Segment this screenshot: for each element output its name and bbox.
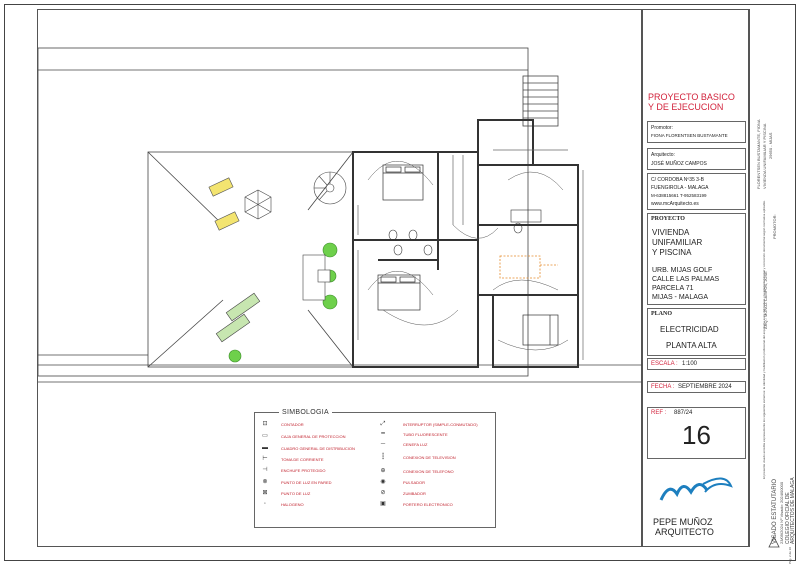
phone-connection-icon: ⊕ [380, 468, 386, 474]
plan-line1: ELECTRICIDAD [660, 325, 719, 334]
legend-box: SIMBOLOGIA ⊡ CONTADOR ▭ CAJA GENERAL DE … [254, 408, 496, 528]
ref-label: REF : [651, 410, 667, 416]
legend-item: TUBO FLUORESCENTE [403, 432, 448, 437]
outlet-icon: ⊢ [262, 456, 268, 462]
side-visado-title: VISADO ESTATUTARIO [772, 478, 778, 544]
promotor-name: FIONA FLORENTSEN BUSTAMANTE [651, 133, 728, 138]
promotor-box: Promotor: FIONA FLORENTSEN BUSTAMANTE [647, 121, 746, 143]
project-box: PROYECTO VIVIENDA UNIFAMILIAR Y PISCINA … [647, 213, 746, 305]
legend-item: CENEFA LUZ [403, 442, 428, 447]
location-line4: MIJAS - MALAGA [652, 294, 709, 301]
light-point-icon: ⊠ [262, 490, 268, 496]
legend-item: PULSADOR [403, 480, 426, 485]
architect-logo [659, 477, 733, 501]
switch-icon: ⤢ [380, 421, 386, 427]
side-promotor-label: PROMOTOR: [772, 214, 777, 239]
project-line1: VIVIENDA [652, 228, 690, 237]
buzzer-icon: ⊘ [380, 490, 386, 496]
protection-box-icon: ▭ [262, 433, 268, 439]
plan-box: PLANO ELECTRICIDAD PLANTA ALTA [647, 308, 746, 356]
meter-icon: ⊡ [262, 421, 268, 427]
website: www.mcArquitecto.es [651, 201, 699, 207]
legend-item: ENCHUFE PROTEGIDO [281, 468, 326, 473]
date-box: FECHA : SEPTIEMBRE 2024 [647, 381, 746, 393]
project-title-line2: Y DE EJECUCION [648, 102, 724, 112]
architect-box: Arquitecto: JOSÉ MUÑOZ CAMPOS [647, 148, 746, 170]
legend-item: CONEXION DE TELEFONO [403, 469, 454, 474]
wall-light-icon: ⊗ [262, 479, 268, 485]
distribution-board-icon: ▬ [262, 445, 268, 451]
legend-item: CUADRO GENERAL DE DISTRIBUCION [281, 446, 355, 451]
legend-item: TOMA DE CORRIENTE [281, 457, 324, 462]
ref-value: 887/24 [674, 410, 693, 416]
legend-item: PORTERO ELECTRONICO [403, 502, 453, 507]
location-line3: PARCELA 71 [652, 285, 694, 292]
logo-name-line1: PEPE MUÑOZ [653, 517, 713, 527]
address-line2: FUENGIROLA - MALAGA [651, 185, 709, 191]
address-box: C/ CORDOBA Nº35 3-B FUENGIROLA - MALAGA … [647, 173, 746, 210]
side-page: Pág. 2 de 10 [788, 546, 792, 564]
legend-item: CONTADOR [281, 422, 304, 427]
side-strip: FLORENTSEN BUSTAMANTE, FIONA VIVIENDA UN… [749, 9, 796, 564]
protected-outlet-icon: ⊣ [262, 467, 268, 473]
intercom-icon: ▣ [380, 501, 386, 507]
side-ref-text: 29650 - MIJAS [768, 132, 773, 159]
light-strip-icon: ─ [380, 441, 386, 447]
legend-title: SIMBOLOGIA [279, 408, 332, 417]
sheet-frame [4, 4, 796, 561]
legend-item: CAJA GENERAL DE PROTECCION [281, 434, 346, 439]
project-line3: Y PISCINA [652, 248, 692, 257]
legend-item: INTERRUPTOR (SIMPLE-CONMUTADO) [403, 422, 478, 427]
scale-value: 1:100 [682, 361, 698, 367]
location-line1: URB. MIJAS GOLF [652, 267, 713, 274]
location-line2: CALLE LAS PALMAS [652, 276, 720, 283]
side-visado-note: El presente visado acredita expresamente… [762, 200, 766, 479]
architect-name: JOSÉ MUÑOZ CAMPOS [651, 161, 707, 167]
title-block: PROYECTO BASICO Y DE EJECUCION Promotor:… [642, 9, 749, 547]
tv-connection-icon: ┋ [381, 454, 385, 460]
floor-plan-drawing [38, 47, 643, 383]
project-line2: UNIFAMILIAR [652, 238, 703, 247]
legend-item: PUNTO DE LUZ [281, 491, 311, 496]
scale-box: ESCALA : 1:100 [647, 358, 746, 370]
plan-label: PLANO [651, 311, 672, 317]
logo-name-line2: ARQUITECTO [655, 527, 714, 537]
date-value: SEPTIEMBRE 2024 [678, 384, 732, 390]
drawing-area: SIMBOLOGIA ⊡ CONTADOR ▭ CAJA GENERAL DE … [37, 9, 643, 547]
date-label: FECHA : [651, 384, 675, 390]
project-title-line1: PROYECTO BASICO [648, 92, 735, 102]
legend-item: CONEXION DE TELEVISION [403, 455, 456, 460]
push-button-icon: ◉ [380, 479, 386, 485]
side-promotor-text: FLORENTSEN BUSTAMANTE, FIONA [756, 119, 761, 190]
halogen-icon: ◦ [263, 501, 267, 507]
sheet-number: 16 [682, 420, 711, 450]
ref-box: REF : 887/24 16 [647, 407, 746, 459]
legend-item: HALOGENO [281, 502, 304, 507]
side-college-line2: ARQUITECTOS DE MALAGA [790, 477, 796, 544]
college-stamp-icon [768, 536, 780, 548]
scale-label: ESCALA : [651, 361, 678, 367]
legend-item: PUNTO DE LUZ EN PARED [281, 480, 332, 485]
phone-numbers: M-638815661 T-952583199 [651, 193, 707, 198]
side-visado-line1: 23/09/2024 Nº Visado: 2024/00000 [779, 481, 784, 544]
promotor-label: Promotor: [651, 125, 673, 131]
address-line1: C/ CORDOBA Nº35 3-B [651, 177, 704, 183]
project-label: PROYECTO [651, 216, 685, 222]
architect-label: Arquitecto: [651, 152, 675, 158]
plan-line2: PLANTA ALTA [666, 341, 717, 350]
fluorescent-tube-icon: ━ [381, 431, 385, 437]
legend-item: ZUMBADOR [403, 491, 426, 496]
